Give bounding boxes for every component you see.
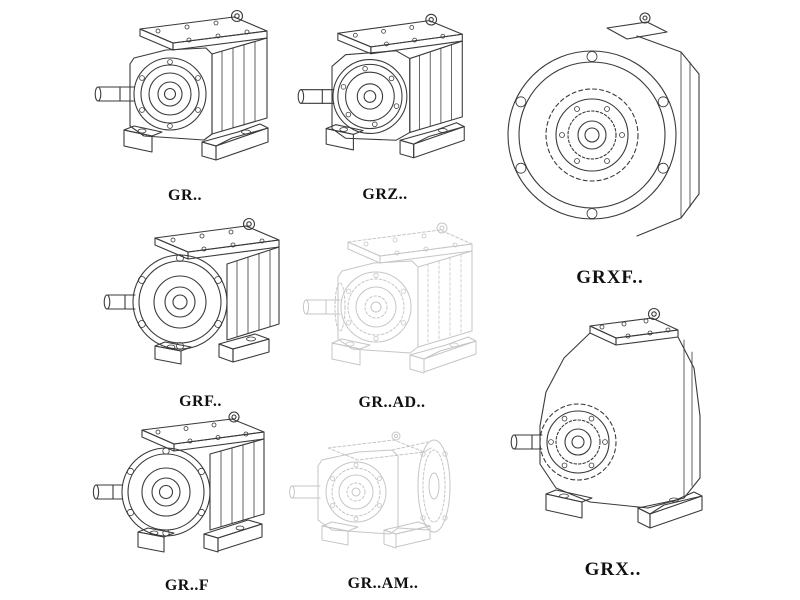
gearbox-drawing-grx xyxy=(510,307,703,529)
gearbox-drawing-gr-f xyxy=(92,411,265,553)
model-label-grx: GRX.. xyxy=(584,559,642,580)
gearbox-drawing-gr-ad xyxy=(302,222,477,374)
model-label-grxf: GRXF.. xyxy=(576,267,644,288)
figure-gr: GR.. xyxy=(90,4,280,205)
figure-gr-ad: GR..AD.. xyxy=(292,216,492,412)
model-label-gr-f: GR..F xyxy=(164,577,210,594)
gearbox-drawing-grz xyxy=(297,13,465,159)
model-label-gr-ad: GR..AD.. xyxy=(358,394,426,411)
model-label-gr: GR.. xyxy=(168,187,202,204)
figure-grz: GRZ.. xyxy=(295,8,475,204)
figure-grxf: GRXF.. xyxy=(495,2,725,289)
figure-grf: GRF.. xyxy=(103,212,298,411)
gearbox-drawing-grf xyxy=(103,217,280,365)
model-label-grz: GRZ.. xyxy=(362,186,408,203)
model-label-grf: GRF.. xyxy=(179,393,222,410)
model-label-gr-am: GR..AM.. xyxy=(347,575,419,592)
figure-gr-am: GR..AM.. xyxy=(288,412,478,593)
figure-grx: GRX.. xyxy=(498,296,728,581)
gearbox-drawing-gr xyxy=(94,9,269,161)
gearbox-drawing-gr-am xyxy=(289,431,451,549)
gearbox-drawing-grxf xyxy=(507,12,700,237)
figure-gr-f: GR..F xyxy=(92,406,282,595)
